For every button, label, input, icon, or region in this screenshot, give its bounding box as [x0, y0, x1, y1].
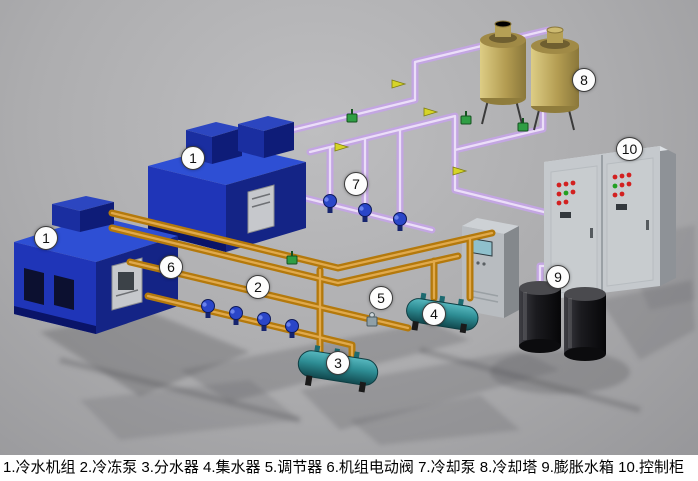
badge-2-chilled-pump: 2: [246, 275, 270, 299]
cooling-towers: [480, 20, 579, 131]
badge-4-collector: 4: [422, 302, 446, 326]
expansion-tank-2: [564, 287, 606, 361]
chiller-unit-front: [14, 196, 178, 334]
chilled-water-pipes: [108, 209, 496, 362]
badge-3-distributor: 3: [326, 351, 350, 375]
expansion-tank-1: [519, 281, 561, 353]
badge-6-unit-valve: 6: [159, 255, 183, 279]
chiller-unit-back: [148, 116, 306, 252]
regulator-device: [366, 312, 378, 327]
indicator-lights: [556, 172, 632, 206]
badge-5-regulator: 5: [369, 286, 393, 310]
legend-caption: 1.冷水机组 2.冷冻泵 3.分水器 4.集水器 5.调节器 6.机组电动阀 7…: [0, 455, 698, 481]
badge-8-cooling-tower: 8: [572, 68, 596, 92]
scene-svg: [14, 20, 695, 445]
badge-9-expansion-tank: 9: [546, 265, 570, 289]
badge-7-cooling-pump: 7: [344, 172, 368, 196]
chiller-back-panel: [247, 184, 275, 234]
cooling-tower-1: [480, 20, 526, 105]
badge-1-front-chiller: 1: [34, 226, 58, 250]
badge-1-back-chiller: 1: [181, 146, 205, 170]
badge-10-control-cabinet: 10: [616, 137, 643, 161]
control-cabinets: [544, 146, 676, 300]
expansion-tanks: [519, 281, 606, 361]
cooling-tower-2: [531, 26, 579, 113]
diagram-stage: 1 1 2 3 4 5 6 7 8 9 10: [0, 0, 698, 455]
